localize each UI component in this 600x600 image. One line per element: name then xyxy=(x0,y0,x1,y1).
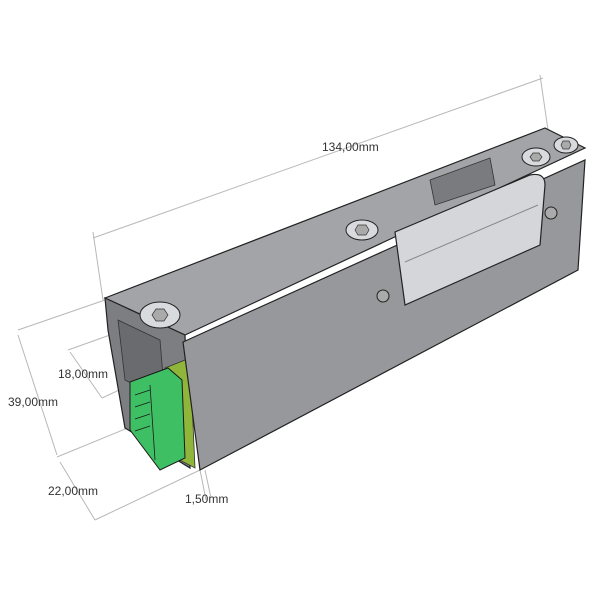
plate-thickness-label: 1,50mm xyxy=(185,492,228,506)
extension-line xyxy=(56,424,136,458)
depth-dimension-line xyxy=(59,461,96,521)
extension-line xyxy=(92,231,104,301)
latch-slot xyxy=(429,157,496,206)
extension-line xyxy=(539,74,549,131)
latch-edge xyxy=(404,204,539,263)
extension-line xyxy=(204,469,212,499)
screws xyxy=(139,136,579,329)
depth-label: 22,00mm xyxy=(48,484,98,498)
connector-height-dimension-line xyxy=(69,351,103,399)
connector-terminals xyxy=(134,384,156,461)
total-height-dimension-line xyxy=(17,334,58,456)
screw-icon xyxy=(139,301,181,329)
screw-icon xyxy=(345,219,379,241)
strike-body xyxy=(103,127,587,471)
extension-line xyxy=(199,469,207,501)
total-height-label: 39,00mm xyxy=(8,395,58,409)
adjust-screw-icon xyxy=(376,206,558,303)
extension-line xyxy=(94,469,201,521)
extension-line xyxy=(17,299,106,331)
latch xyxy=(394,173,546,306)
dimension-lines xyxy=(17,74,549,521)
length-dimension-line xyxy=(92,77,544,239)
extension-line xyxy=(67,334,111,351)
screw-icon xyxy=(521,147,551,167)
connector-height-label: 18,00mm xyxy=(58,367,108,381)
terminal-connector xyxy=(129,367,186,471)
length-label: 134,00mm xyxy=(322,140,379,154)
screw-icon xyxy=(553,136,579,154)
